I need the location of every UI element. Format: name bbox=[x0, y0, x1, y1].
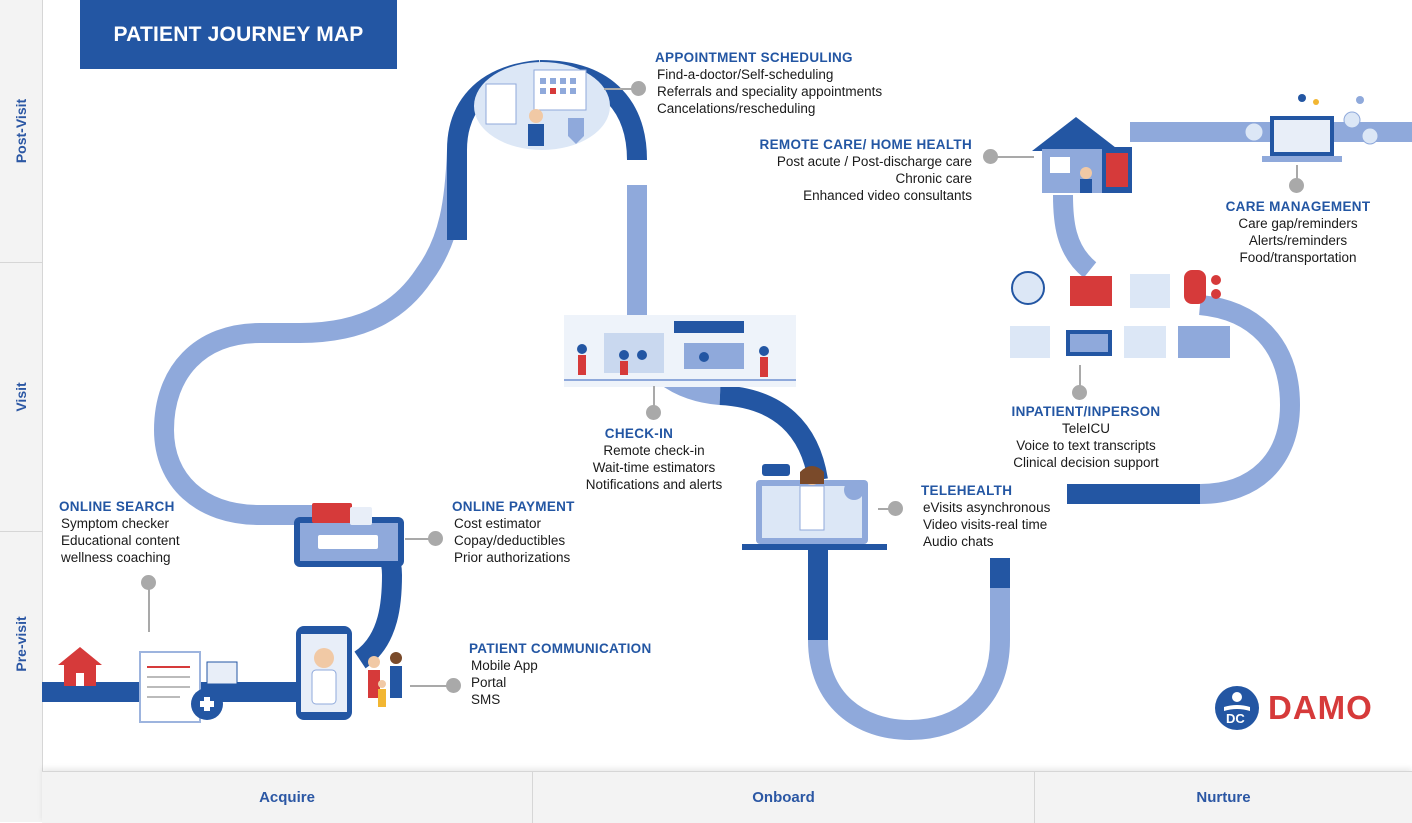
connector-remote-care bbox=[990, 156, 1034, 158]
stage-item: Find-a-doctor/Self-scheduling bbox=[657, 67, 834, 82]
stage-inpatient: INPATIENT/INPERSON TeleICU Voice to text… bbox=[1000, 403, 1172, 471]
stage-item: Audio chats bbox=[923, 534, 994, 549]
phase-bar: Acquire Onboard Nurture bbox=[42, 771, 1412, 823]
phase-onboard: Onboard bbox=[533, 772, 1035, 823]
stage-item: Care gap/reminders bbox=[1238, 216, 1358, 231]
connector-online-search bbox=[148, 582, 150, 632]
connector-dot-online-payment bbox=[428, 531, 443, 546]
connector-online-payment bbox=[405, 538, 430, 540]
care-management-illustration bbox=[1244, 94, 1379, 162]
inpatient-illustration bbox=[1010, 270, 1230, 358]
stage-item: wellness coaching bbox=[61, 550, 171, 565]
connector-dot-check-in bbox=[646, 405, 661, 420]
connector-dot-patient-communication bbox=[446, 678, 461, 693]
stage-item: Symptom checker bbox=[61, 516, 170, 531]
stage-item: Post acute / Post-discharge care bbox=[776, 154, 972, 169]
page-title: PATIENT JOURNEY MAP bbox=[80, 0, 397, 69]
damo-logo-text: DAMO bbox=[1268, 689, 1373, 726]
stage-title-appointment-scheduling: APPOINTMENT SCHEDULING bbox=[655, 50, 853, 65]
phase-nurture: Nurture bbox=[1196, 789, 1251, 806]
connector-dot-inpatient bbox=[1072, 385, 1087, 400]
stage-item: Cost estimator bbox=[454, 516, 542, 531]
stage-title-check-in: CHECK-IN bbox=[604, 426, 674, 441]
stage-telehealth: TELEHEALTH eVisits asynchronous Video vi… bbox=[921, 482, 1050, 550]
stage-appointment-scheduling: APPOINTMENT SCHEDULING Find-a-doctor/Sel… bbox=[655, 49, 882, 117]
stage-item: Educational content bbox=[61, 533, 180, 548]
connector-dot-online-search bbox=[141, 575, 156, 590]
damo-logo-mark-icon: DC bbox=[1215, 686, 1259, 730]
connector-patient-communication bbox=[410, 685, 448, 687]
online-search-illustration bbox=[139, 651, 238, 723]
remote-care-illustration bbox=[1032, 117, 1132, 193]
connector-dot-remote-care bbox=[983, 149, 998, 164]
online-payment-illustration bbox=[294, 503, 404, 567]
stage-title-online-payment: ONLINE PAYMENT bbox=[452, 499, 575, 514]
stage-title-care-management: CARE MANAGEMENT bbox=[1225, 199, 1371, 214]
stage-item: Cancelations/rescheduling bbox=[657, 101, 816, 116]
connector-appointment bbox=[604, 88, 634, 90]
stage-item: Alerts/reminders bbox=[1248, 233, 1348, 248]
patient-communication-illustration bbox=[296, 626, 402, 720]
stage-item: Mobile App bbox=[471, 658, 538, 673]
stage-item: Voice to text transcripts bbox=[1016, 438, 1156, 453]
stage-title-remote-care: REMOTE CARE/ HOME HEALTH bbox=[759, 137, 972, 152]
stage-online-search: ONLINE SEARCH Symptom checker Educationa… bbox=[59, 498, 180, 566]
connector-check-in bbox=[653, 386, 655, 408]
path-segment-bottom-u bbox=[808, 588, 1010, 741]
stage-item: eVisits asynchronous bbox=[923, 500, 1051, 515]
path-segment-inpatient-loop bbox=[1198, 295, 1301, 504]
stage-item: Notifications and alerts bbox=[585, 477, 723, 492]
stage-item: Remote check-in bbox=[603, 443, 705, 458]
phase-acquire: Acquire bbox=[42, 772, 533, 823]
path-segment-remote-rise bbox=[1053, 194, 1097, 278]
stage-item: Clinical decision support bbox=[1013, 455, 1159, 470]
check-in-illustration bbox=[564, 315, 796, 387]
damo-logo: DC DAMO bbox=[1214, 685, 1373, 731]
row-visit: Visit bbox=[0, 263, 42, 532]
connector-inpatient bbox=[1079, 365, 1081, 389]
stage-patient-communication: PATIENT COMMUNICATION Mobile App Portal … bbox=[469, 640, 652, 708]
stage-check-in: CHECK-IN Remote check-in Wait-time estim… bbox=[574, 425, 734, 493]
svg-text:DC: DC bbox=[1226, 711, 1245, 726]
path-segment-rise bbox=[299, 149, 467, 343]
connector-dot-telehealth bbox=[888, 501, 903, 516]
row-sidebar: Post-Visit Visit Pre-visit bbox=[0, 0, 43, 822]
stage-item: SMS bbox=[471, 692, 501, 707]
home-icon bbox=[58, 647, 102, 686]
connector-dot-appointment bbox=[631, 81, 646, 96]
appointment-scheduling-illustration bbox=[474, 62, 610, 150]
stage-title-inpatient: INPATIENT/INPERSON bbox=[1011, 404, 1161, 419]
stage-remote-care: REMOTE CARE/ HOME HEALTH Post acute / Po… bbox=[752, 136, 972, 204]
stage-item: Copay/deductibles bbox=[454, 533, 566, 548]
stage-item: TeleICU bbox=[1061, 421, 1110, 436]
stage-item: Video visits-real time bbox=[923, 517, 1048, 532]
stage-title-telehealth: TELEHEALTH bbox=[921, 483, 1013, 498]
stage-item: Prior authorizations bbox=[454, 550, 571, 565]
connector-care-management bbox=[1296, 165, 1298, 185]
stage-item: Chronic care bbox=[895, 171, 972, 186]
telehealth-illustration bbox=[742, 464, 887, 550]
row-post-visit: Post-Visit bbox=[0, 0, 42, 263]
connector-telehealth bbox=[878, 508, 892, 510]
stage-item: Wait-time estimators bbox=[592, 460, 716, 475]
connector-dot-care-management bbox=[1289, 178, 1304, 193]
stage-care-management: CARE MANAGEMENT Care gap/reminders Alert… bbox=[1216, 198, 1380, 266]
stage-item: Referrals and speciality appointments bbox=[657, 84, 883, 99]
stage-item: Food/transportation bbox=[1239, 250, 1357, 265]
stage-online-payment: ONLINE PAYMENT Cost estimator Copay/dedu… bbox=[452, 498, 575, 566]
stage-title-patient-communication: PATIENT COMMUNICATION bbox=[469, 641, 652, 656]
stage-item: Enhanced video consultants bbox=[803, 188, 972, 203]
path-segment-telehealth-approach bbox=[719, 385, 828, 482]
path-segment-visit-loop bbox=[153, 323, 330, 525]
stage-title-online-search: ONLINE SEARCH bbox=[59, 499, 175, 514]
stage-item: Portal bbox=[471, 675, 507, 690]
